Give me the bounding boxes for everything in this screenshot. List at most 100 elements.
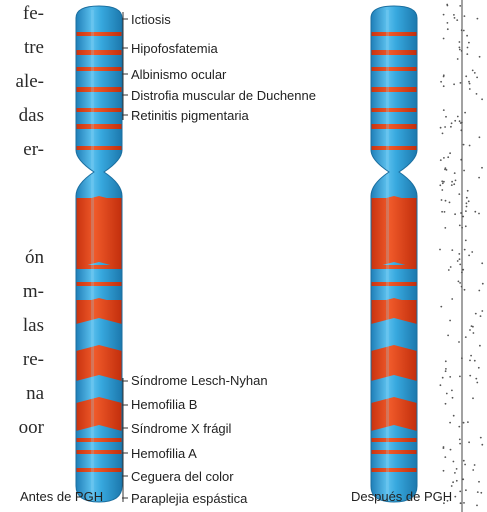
decor-dot bbox=[451, 298, 453, 300]
decor-dot bbox=[450, 266, 452, 268]
decor-dot bbox=[451, 184, 453, 186]
chromosome-band bbox=[76, 50, 122, 55]
text-fragment: ale- bbox=[0, 72, 44, 92]
decor-dot bbox=[459, 491, 461, 493]
decor-dot bbox=[449, 152, 451, 154]
chromosome-band bbox=[371, 67, 417, 71]
decor-dot bbox=[447, 156, 449, 158]
decor-dot bbox=[440, 306, 442, 308]
decor-dot bbox=[465, 489, 467, 491]
decor-dot bbox=[469, 88, 471, 90]
gene-label-hipofosfatemia: Hipofosfatemia bbox=[131, 41, 218, 56]
caption-after: Después de PGH bbox=[351, 489, 452, 504]
decor-dot bbox=[477, 18, 479, 20]
decor-dot bbox=[457, 58, 459, 60]
decor-dot bbox=[463, 502, 465, 504]
decor-dot bbox=[444, 211, 446, 213]
decor-dot bbox=[457, 260, 459, 262]
decor-dot bbox=[440, 81, 442, 83]
chromosome-band bbox=[76, 32, 122, 36]
decor-dot bbox=[441, 189, 443, 191]
decor-dot bbox=[462, 478, 464, 480]
decor-dot bbox=[454, 172, 456, 174]
decor-dot bbox=[459, 439, 461, 441]
chromosome-after bbox=[371, 6, 417, 502]
text-fragment: ón bbox=[0, 248, 44, 268]
chromosome-band bbox=[371, 87, 417, 92]
decor-dot bbox=[452, 397, 454, 399]
decor-dot bbox=[445, 368, 447, 370]
decor-dot bbox=[481, 262, 483, 264]
chromosome-band bbox=[371, 468, 417, 472]
decor-dot bbox=[444, 169, 446, 171]
decor-dot bbox=[443, 109, 445, 111]
decor-dot bbox=[456, 480, 458, 482]
chromosome-band bbox=[76, 67, 122, 71]
decor-dot bbox=[456, 19, 458, 21]
decor-dot bbox=[452, 481, 454, 483]
decor-dot bbox=[476, 77, 478, 79]
chromosome-band bbox=[76, 87, 122, 92]
decor-dot bbox=[442, 377, 444, 379]
chromosome-band bbox=[76, 206, 122, 268]
caption-before: Antes de PGH bbox=[20, 489, 103, 504]
decor-dot bbox=[469, 145, 471, 147]
decor-dot bbox=[468, 42, 470, 44]
decor-dot bbox=[443, 470, 445, 472]
decor-dot bbox=[481, 167, 483, 169]
decor-dot bbox=[451, 122, 453, 124]
decor-dot bbox=[449, 320, 451, 322]
text-fragment: re- bbox=[0, 350, 44, 370]
chromosome-band bbox=[76, 108, 122, 112]
decor-dot bbox=[454, 472, 456, 474]
decor-dot bbox=[468, 441, 470, 443]
chromosome-band bbox=[371, 108, 417, 112]
decor-dot bbox=[456, 468, 458, 470]
decor-dot bbox=[459, 49, 461, 51]
decor-dot bbox=[459, 225, 461, 227]
decor-dot bbox=[478, 290, 480, 292]
decor-dot bbox=[469, 329, 471, 331]
decor-dot bbox=[458, 281, 460, 283]
text-fragment: oor bbox=[0, 418, 44, 438]
decor-dot bbox=[443, 76, 445, 78]
chromosome-band bbox=[76, 146, 122, 150]
decor-dot bbox=[441, 211, 443, 213]
decor-dot bbox=[476, 382, 478, 384]
gene-label-retinitis: Retinitis pigmentaria bbox=[131, 108, 249, 123]
decor-dot bbox=[467, 47, 469, 49]
decor-dot bbox=[447, 22, 449, 24]
decor-dot bbox=[474, 464, 476, 466]
gene-label-x-fragil: Síndrome X frágil bbox=[131, 421, 231, 436]
decor-dot bbox=[475, 313, 477, 315]
decor-dot bbox=[478, 481, 480, 483]
decor-dot bbox=[458, 341, 460, 343]
decor-dot bbox=[441, 199, 443, 201]
decor-dot bbox=[464, 15, 466, 17]
decor-dot bbox=[451, 390, 453, 392]
chromosome-band bbox=[371, 438, 417, 442]
decor-dot bbox=[463, 422, 465, 424]
decor-dot bbox=[459, 376, 461, 378]
decor-dot bbox=[444, 456, 446, 458]
chromosome-band bbox=[371, 124, 417, 129]
text-fragment: er- bbox=[0, 140, 44, 160]
decor-dot bbox=[471, 325, 473, 327]
decor-dot bbox=[464, 289, 466, 291]
decor-dot bbox=[457, 116, 459, 118]
decor-dot bbox=[466, 53, 468, 55]
decor-dot bbox=[459, 120, 461, 122]
decor-dot bbox=[466, 35, 468, 37]
decor-dot bbox=[459, 264, 461, 266]
decor-dot bbox=[479, 56, 481, 58]
decor-dot bbox=[447, 335, 449, 337]
gene-label-lesch-nyhan: Síndrome Lesch-Nyhan bbox=[131, 373, 268, 388]
decor-dot bbox=[469, 375, 471, 377]
decor-dot bbox=[458, 426, 460, 428]
decor-dot bbox=[454, 120, 456, 122]
decor-dot bbox=[460, 122, 462, 124]
highlight bbox=[386, 10, 389, 498]
decor-dot bbox=[453, 183, 455, 185]
decor-dot bbox=[481, 444, 483, 446]
decor-dot bbox=[440, 159, 442, 161]
